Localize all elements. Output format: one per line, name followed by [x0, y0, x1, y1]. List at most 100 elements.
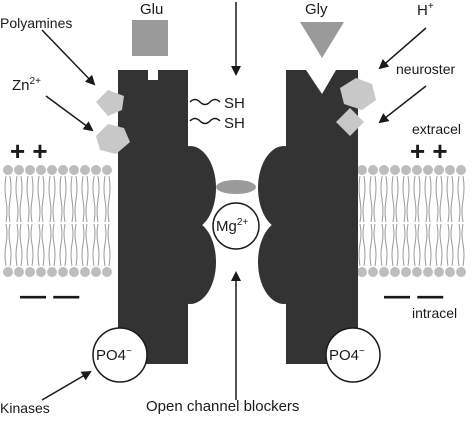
- lipid-head: [368, 165, 378, 175]
- lipid-tail: [59, 223, 67, 267]
- lipid-head: [368, 267, 378, 277]
- neurosteroid-site-shape: [340, 78, 376, 110]
- lipid-head: [58, 165, 68, 175]
- lipid-head: [36, 267, 46, 277]
- lipid-head: [456, 267, 466, 277]
- lipid-tail: [92, 175, 100, 223]
- h-plus-label: H+: [417, 1, 434, 19]
- lipid-head: [25, 165, 35, 175]
- proton-site-shape: [336, 108, 364, 136]
- glutamate-ligand-square: [132, 20, 168, 56]
- lipid-tail: [402, 175, 410, 223]
- zinc-site-shape: [96, 124, 130, 154]
- lipid-head: [3, 165, 13, 175]
- lipid-head: [91, 165, 101, 175]
- lipid-tail: [402, 223, 410, 267]
- phosphate-label-left: PO4−: [96, 346, 132, 364]
- lipid-head: [69, 165, 79, 175]
- lipid-head: [390, 165, 400, 175]
- lipid-tail: [380, 175, 388, 223]
- lipid-head: [80, 165, 90, 175]
- proton-arrow: [378, 27, 427, 70]
- lipid-head: [91, 267, 101, 277]
- lipid-tail: [369, 223, 377, 267]
- lipid-tail: [4, 175, 12, 223]
- membrane-bilayer-left: [3, 165, 112, 277]
- lipid-tail: [4, 223, 12, 267]
- lipid-head: [456, 165, 466, 175]
- lipid-tail: [413, 175, 421, 223]
- lipid-tail: [37, 175, 45, 223]
- zinc-arrow: [45, 95, 94, 132]
- phosphate-circle-right: [325, 327, 381, 383]
- redox-squiggle-1: [189, 98, 221, 106]
- lipid-tail: [15, 223, 23, 267]
- glycine-ligand-triangle: [300, 22, 344, 58]
- lipid-head: [379, 165, 389, 175]
- lipid-head: [47, 267, 57, 277]
- positive-charge-left: + +: [10, 136, 48, 166]
- lipid-tail: [59, 175, 67, 223]
- lipid-head: [412, 267, 422, 277]
- negative-charge-left: — —: [20, 280, 79, 310]
- lipid-tail: [391, 175, 399, 223]
- lipid-tail: [446, 175, 454, 223]
- lipid-head: [412, 165, 422, 175]
- glu-label: Glu: [140, 1, 163, 18]
- lipid-head: [357, 267, 367, 277]
- open-channel-blockers-label: Open channel blockers: [146, 398, 299, 415]
- lipid-tail: [103, 175, 111, 223]
- redox-squiggle-2: [189, 117, 221, 125]
- polyamine-site-shape: [96, 90, 124, 116]
- zinc-label: Zn2+: [12, 76, 41, 94]
- lipid-tail: [48, 175, 56, 223]
- lipid-tail: [435, 223, 443, 267]
- lipid-head: [401, 267, 411, 277]
- lipid-tail: [26, 175, 34, 223]
- polyamines-label: Polyamines: [0, 15, 72, 31]
- phosphate-label-right: PO4−: [329, 346, 365, 364]
- lipid-head: [401, 165, 411, 175]
- lipid-head: [14, 165, 24, 175]
- polyamines-arrow: [41, 29, 96, 86]
- negative-charge-right: — —: [384, 280, 443, 310]
- neurosteroids-label: neuroster: [396, 61, 455, 77]
- lipid-head: [357, 165, 367, 175]
- lipid-tail: [37, 223, 45, 267]
- neurosteroid-arrow: [378, 85, 427, 124]
- lipid-head: [445, 267, 455, 277]
- lipid-tail: [424, 175, 432, 223]
- lipid-tail: [424, 223, 432, 267]
- lipid-tail: [457, 223, 465, 267]
- lipid-head: [379, 267, 389, 277]
- lipid-tail: [26, 223, 34, 267]
- lipid-head: [14, 267, 24, 277]
- lipid-tail: [457, 175, 465, 223]
- mg-binding-site: [216, 180, 256, 194]
- lipid-tail: [358, 175, 366, 223]
- lipid-tail: [15, 175, 23, 223]
- intracellular-label: intracel: [412, 305, 457, 321]
- lipid-tail: [380, 223, 388, 267]
- lipid-tail: [81, 223, 89, 267]
- lipid-head: [102, 267, 112, 277]
- lipid-head: [69, 267, 79, 277]
- sh-label-1: SH: [224, 95, 245, 112]
- lipid-head: [434, 267, 444, 277]
- receptor-subunit-right: [258, 70, 358, 364]
- lipid-tail: [413, 223, 421, 267]
- kinases-arrow: [41, 370, 92, 401]
- lipid-tail: [103, 223, 111, 267]
- lipid-head: [36, 165, 46, 175]
- lipid-tail: [70, 223, 78, 267]
- lipid-tail: [92, 223, 100, 267]
- lipid-head: [423, 165, 433, 175]
- kinases-label: Kinases: [0, 400, 50, 416]
- lipid-head: [390, 267, 400, 277]
- lipid-tail: [358, 223, 366, 267]
- membrane-bilayer-right: [357, 165, 466, 277]
- lipid-head: [102, 165, 112, 175]
- lipid-tail: [446, 223, 454, 267]
